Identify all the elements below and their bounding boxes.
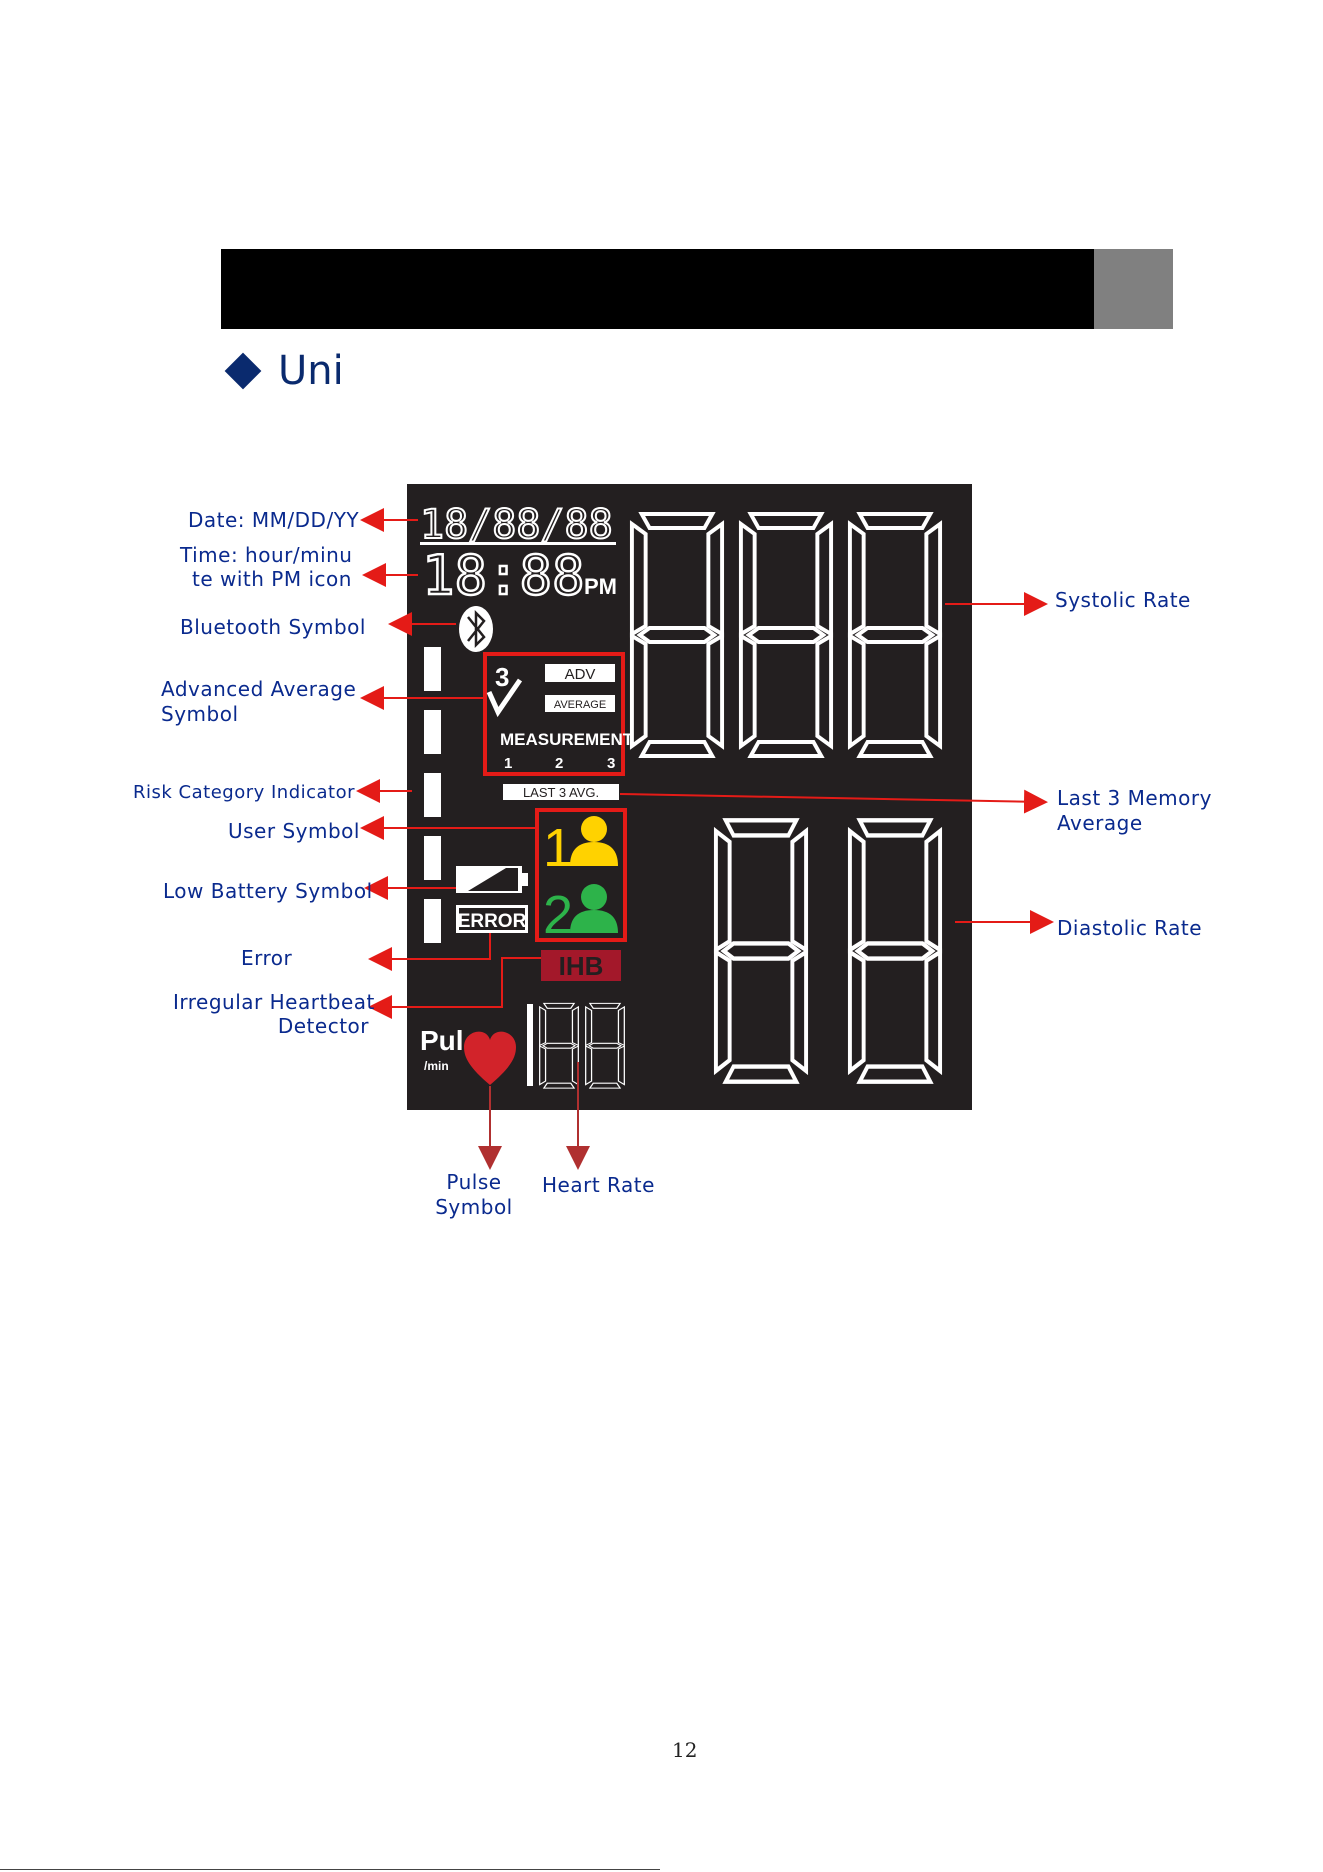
header-tab [1094, 249, 1173, 329]
label-pulse-line1: Pulse [446, 1170, 502, 1194]
label-advanced-line2: Symbol [161, 702, 239, 726]
page-number: 12 [672, 1738, 698, 1762]
label-systolic: Systolic Rate [1055, 588, 1191, 612]
label-time-line2: te with PM icon [192, 567, 352, 591]
label-pulse-line2: Symbol [435, 1195, 513, 1219]
label-user: User Symbol [228, 819, 360, 843]
header-bar [221, 249, 1094, 329]
label-time-line1: Time: hour/minu [180, 543, 353, 567]
label-advanced-line1: Advanced Average [161, 677, 357, 701]
label-ihb-line2: Detector [277, 1014, 369, 1038]
label-last3-line2: Average [1057, 811, 1143, 835]
diamond-bullet-icon [224, 352, 262, 390]
label-date: Date: MM/DD/YY [188, 508, 360, 532]
label-bluetooth: Bluetooth Symbol [180, 615, 366, 639]
lcd-display [407, 484, 972, 1110]
label-heart-rate: Heart Rate [542, 1173, 655, 1197]
label-risk: Risk Category Indicator [133, 782, 356, 803]
label-ihb-line1: Irregular Heartbeat [173, 990, 375, 1014]
section-title: Uni [278, 348, 344, 394]
label-battery: Low Battery Symbol [163, 879, 373, 903]
section-heading: Uni [224, 346, 344, 396]
footer-rule [0, 1869, 660, 1870]
label-error: Error [241, 946, 293, 970]
label-diastolic: Diastolic Rate [1057, 916, 1203, 940]
label-last3-line1: Last 3 Memory [1057, 786, 1212, 810]
